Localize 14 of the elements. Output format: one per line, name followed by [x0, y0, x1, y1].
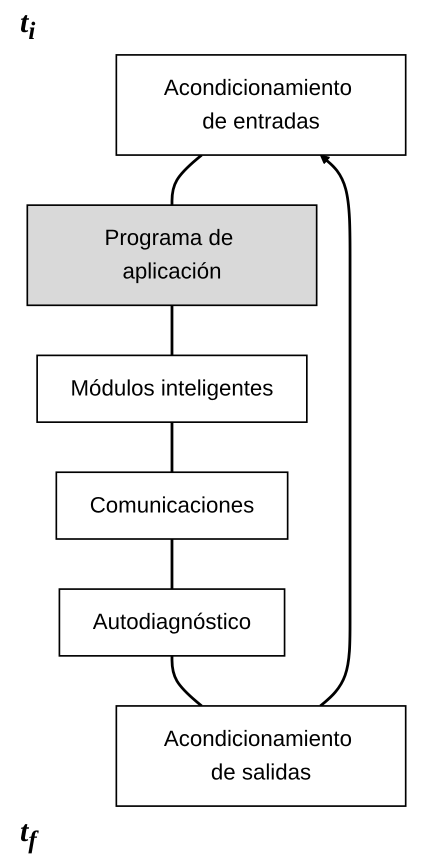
connector: [170, 539, 174, 590]
node-box: Acondicionamiento de salidas: [116, 705, 407, 807]
connector: [170, 154, 203, 206]
connector: [170, 656, 203, 707]
connector: [170, 305, 174, 356]
connector: [170, 422, 174, 472]
node-box: Acondicionamiento de entradas: [116, 54, 407, 156]
time-label: t$_{f}$: [20, 815, 40, 855]
node-box: Módulos inteligentes: [36, 354, 308, 423]
node-box: Autodiagnóstico: [58, 588, 286, 657]
arrow: [319, 154, 352, 707]
node-box: Programa de aplicación: [26, 204, 318, 306]
node-box: Comunicaciones: [56, 471, 288, 540]
time-label: t$_{i}$: [20, 6, 36, 46]
